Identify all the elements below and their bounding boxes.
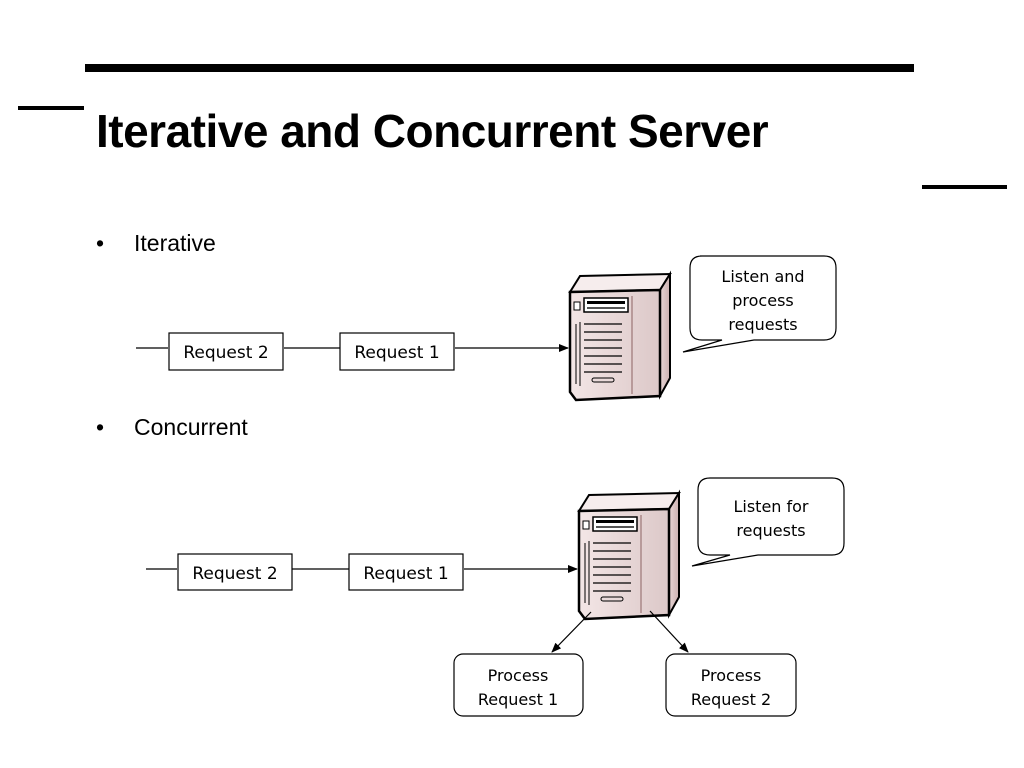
bullet-marker: • xyxy=(96,230,105,256)
right-accent-rule xyxy=(922,185,1007,189)
request-label: Request 1 xyxy=(363,564,448,584)
bullet-marker: • xyxy=(96,414,105,440)
bullet-label: Concurrent xyxy=(134,414,248,440)
callout-line: Listen for xyxy=(733,497,808,516)
spawn-arrow xyxy=(649,610,689,653)
worker-label: Process xyxy=(701,666,762,685)
worker-label: Request 1 xyxy=(478,690,558,709)
worker-box: Process Request 1 xyxy=(453,653,584,717)
callout-line: requests xyxy=(728,315,797,334)
slide-title: Iterative and Concurrent Server xyxy=(96,105,769,157)
spawn-arrow xyxy=(551,611,592,653)
top-rule xyxy=(85,64,914,72)
left-accent-rule xyxy=(18,106,84,110)
bullet-label: Iterative xyxy=(134,230,216,256)
worker-label: Request 2 xyxy=(691,690,771,709)
speech-bubble: Listen for requests xyxy=(691,477,845,567)
request-box: Request 1 xyxy=(339,332,455,371)
callout-line: process xyxy=(732,291,793,310)
request-label: Request 2 xyxy=(192,564,277,584)
callout-line: Listen and xyxy=(721,267,804,286)
bullet-iterative: • Iterative xyxy=(96,230,216,257)
worker-box: Process Request 2 xyxy=(665,653,797,717)
speech-bubble: Listen and process requests xyxy=(682,255,837,353)
callout-line: requests xyxy=(736,521,805,540)
server-icon xyxy=(577,491,681,621)
request-label: Request 1 xyxy=(354,343,439,363)
request-label: Request 2 xyxy=(183,343,268,363)
request-box: Request 1 xyxy=(348,553,464,591)
server-icon xyxy=(568,272,672,402)
bullet-concurrent: • Concurrent xyxy=(96,414,248,441)
request-box: Request 2 xyxy=(177,553,293,591)
worker-label: Process xyxy=(488,666,549,685)
request-box: Request 2 xyxy=(168,332,284,371)
